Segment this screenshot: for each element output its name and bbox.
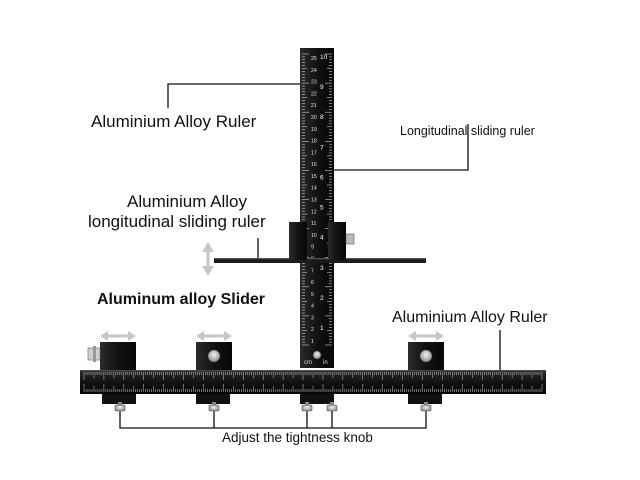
horizontal-ruler-ticks (83, 372, 543, 392)
tightness-knobs (114, 402, 432, 412)
inch-mark-label: 3 (320, 265, 324, 272)
label-aluminium-alloy-ruler-right: Aluminium Alloy Ruler (392, 309, 548, 326)
inch-mark-label: 9 (320, 84, 324, 91)
slider-move-arrows (100, 331, 444, 341)
slider-left (87, 342, 136, 372)
label-longitudinal-sliding-ruler-2: longitudinal sliding ruler (88, 212, 266, 231)
cm-mark-label: 9 (311, 245, 314, 251)
callout-knob (119, 406, 427, 429)
cm-mark-label: 24 (311, 68, 317, 74)
cm-mark-label: 11 (311, 221, 316, 227)
label-aluminium-alloy: Aluminium Alloy (127, 192, 247, 211)
inch-mark-label: 1 (320, 325, 324, 332)
cm-mark-label: 6 (311, 280, 314, 286)
cm-mark-label: 19 (311, 127, 317, 133)
cm-mark-label: 7 (311, 268, 314, 274)
vertical-ruler-labels: 2524232221201918171615141312111098765432… (311, 54, 328, 345)
horizontal-move-arrow-icon (100, 331, 136, 341)
inch-mark-label: 2 (320, 295, 324, 302)
label-adjust-tightness-knob: Adjust the tightness knob (222, 430, 373, 445)
callout-ruler-top (167, 83, 300, 108)
cm-mark-label: 21 (311, 103, 317, 109)
cm-mark-label: 20 (311, 115, 317, 121)
cm-mark-label: 3 (311, 315, 314, 321)
slider-middle (196, 342, 232, 372)
callout-longitudinal (332, 124, 469, 171)
bottom-clamps (102, 394, 442, 404)
tightness-knob-icon (208, 402, 220, 412)
sliders: cm in (87, 342, 444, 372)
cm-mark-label: 23 (311, 80, 317, 86)
horizontal-move-arrow-icon (196, 331, 232, 341)
cm-mark-label: 17 (311, 150, 317, 156)
cm-mark-label: 5 (311, 292, 314, 298)
inch-mark-label: 8 (320, 114, 324, 121)
tightness-knob-icon (301, 402, 313, 412)
unit-in-label: in (323, 360, 328, 366)
horizontal-ruler (80, 370, 546, 394)
tightness-knob-icon (114, 402, 126, 412)
slider-right (408, 342, 444, 372)
vertical-move-arrow-icon (202, 242, 214, 276)
cm-mark-label: 1 (311, 339, 314, 345)
horizontal-move-arrow-icon (408, 331, 444, 341)
cm-mark-label: 2 (311, 327, 314, 333)
inch-mark-label: 5 (320, 205, 324, 212)
label-aluminium-alloy-ruler-top: Aluminium Alloy Ruler (91, 112, 257, 131)
inch-mark-label: 4 (320, 235, 324, 242)
cm-mark-label: 12 (311, 209, 317, 215)
cm-mark-label: 25 (311, 56, 317, 62)
label-longitudinal-sliding-ruler: Longitudinal sliding ruler (400, 124, 535, 138)
cm-mark-label: 15 (311, 174, 317, 180)
longitudinal-sliding-bar (214, 258, 426, 263)
cm-mark-label: 10 (311, 233, 317, 239)
cm-mark-label: 13 (311, 198, 317, 204)
slider-center: cm in (300, 346, 334, 368)
unit-cm-label: cm (304, 360, 312, 366)
cm-mark-label: 4 (311, 304, 314, 310)
cm-mark-label: 14 (311, 186, 317, 192)
callout-lines (119, 83, 501, 429)
tightness-knob-icon (420, 402, 432, 412)
tightness-knob-icon (326, 402, 338, 412)
inch-mark-label: 6 (320, 174, 324, 181)
cm-mark-label: 16 (311, 162, 317, 168)
cm-mark-label: 22 (311, 91, 317, 97)
inch-mark-label: 7 (320, 144, 324, 151)
cm-mark-label: 18 (311, 139, 317, 145)
vertical-slide-clamp (289, 222, 355, 260)
inch-mark-label: 10 (320, 54, 328, 61)
label-aluminum-alloy-slider: Aluminum alloy Slider (97, 291, 266, 308)
vertical-ruler: 2524232221201918171615141312111098765432… (300, 48, 334, 366)
